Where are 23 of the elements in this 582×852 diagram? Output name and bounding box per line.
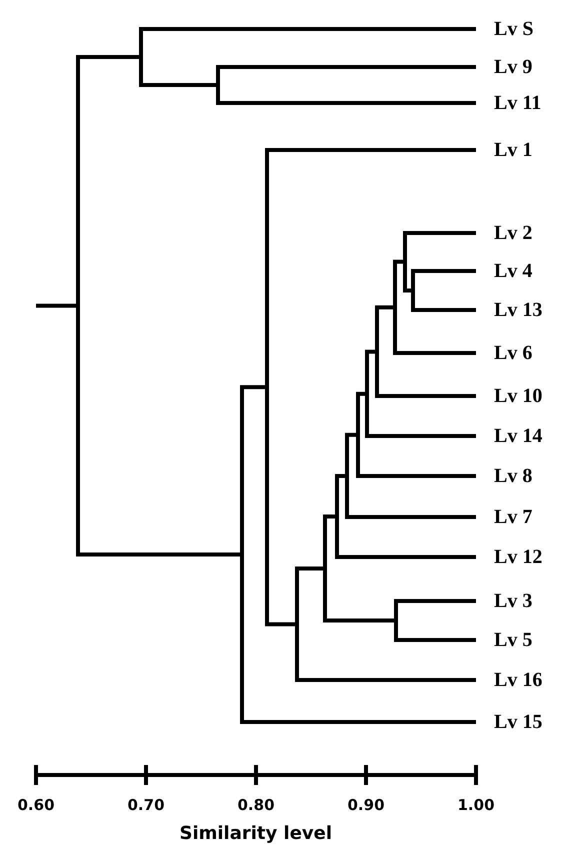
- leaf-label: Lv 9: [494, 56, 532, 78]
- leaf-label: Lv 8: [494, 465, 532, 487]
- leaf-label: Lv 5: [494, 629, 532, 651]
- leaf-label: Lv 4: [494, 260, 532, 282]
- tick-label: 0.80: [238, 796, 275, 814]
- leaf-label: Lv 16: [494, 669, 542, 691]
- tick-label: 0.90: [348, 796, 385, 814]
- tick-label: 0.70: [128, 796, 165, 814]
- leaf-label: Lv 6: [494, 342, 532, 364]
- leaf-label: Lv 13: [494, 299, 542, 321]
- leaf-label: Lv 1: [494, 139, 532, 161]
- leaf-label: Lv S: [494, 18, 534, 40]
- leaf-label: Lv 10: [494, 385, 542, 407]
- axis-title: Similarity level: [180, 824, 332, 844]
- leaf-label: Lv 11: [494, 92, 542, 114]
- leaf-label: Lv 14: [494, 425, 542, 447]
- tick-label: 1.00: [458, 796, 495, 814]
- leaf-label: Lv 15: [494, 711, 542, 733]
- leaf-label: Lv 3: [494, 590, 532, 612]
- leaf-label: Lv 2: [494, 222, 532, 244]
- leaf-label: Lv 7: [494, 506, 532, 528]
- leaf-label: Lv 12: [494, 546, 542, 568]
- tick-label: 0.60: [18, 796, 55, 814]
